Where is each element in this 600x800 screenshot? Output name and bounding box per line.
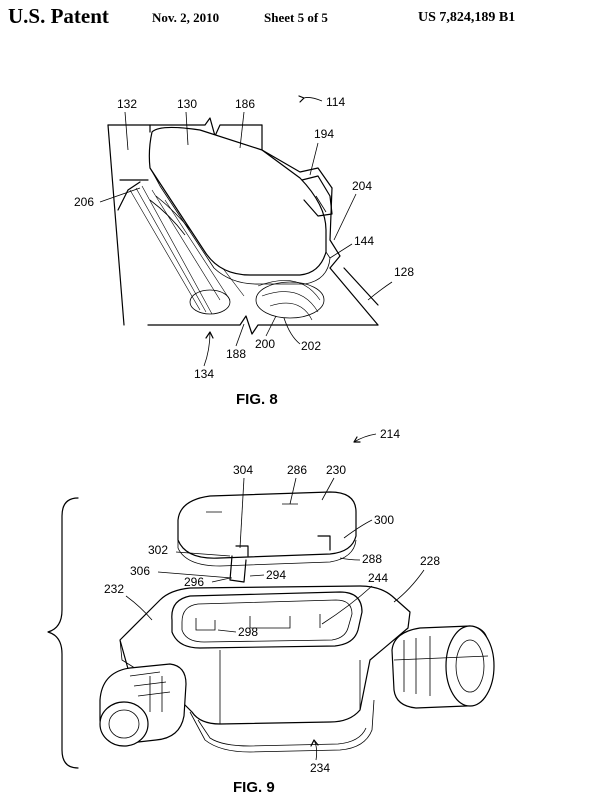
leader-296: [211, 577, 231, 583]
ref-186: 186: [235, 97, 255, 111]
ref-214: 214: [380, 427, 400, 441]
leader-298: [217, 629, 237, 633]
ref-188: 188: [226, 347, 246, 361]
figure-9-drawing: [99, 491, 495, 753]
leader-232: [125, 595, 153, 621]
arrow-114: [298, 95, 305, 103]
ref-298: 298: [238, 625, 258, 639]
leader-302: [175, 551, 231, 557]
ref-204: 204: [352, 179, 372, 193]
ref-288: 288: [362, 552, 382, 566]
patent-applicant: U.S. Patent: [8, 4, 109, 28]
ref-294: 294: [266, 568, 286, 582]
leader-214: [353, 433, 377, 443]
leader-144: [329, 243, 353, 259]
sheet-number: Sheet 5 of 5: [264, 10, 328, 25]
leader-294: [249, 574, 265, 577]
leader-186: [239, 111, 245, 149]
ref-206: 206: [74, 195, 94, 209]
leader-200: [265, 315, 277, 337]
ref-134: 134: [194, 367, 214, 381]
ref-200: 200: [255, 337, 275, 351]
ref-302: 302: [148, 543, 168, 557]
leader-300: [343, 519, 373, 539]
ref-144: 144: [354, 234, 374, 248]
ref-194: 194: [314, 127, 334, 141]
leader-194: [309, 142, 319, 176]
arrow-134: [205, 331, 214, 339]
leader-286: [289, 477, 297, 505]
ref-304: 304: [233, 463, 253, 477]
ref-114: 114: [326, 95, 345, 109]
assembly-brace: [47, 497, 79, 769]
leader-306: [157, 571, 233, 579]
ref-128: 128: [394, 265, 414, 279]
patent-date: Nov. 2, 2010: [152, 10, 220, 25]
ref-130: 130: [177, 97, 197, 111]
leader-128: [367, 281, 393, 301]
ref-286: 286: [287, 463, 307, 477]
leader-202: [283, 317, 301, 345]
leader-134: [203, 331, 211, 367]
leader-304: [239, 477, 245, 549]
arrow-214: [353, 436, 361, 443]
ref-228: 228: [420, 554, 440, 568]
ref-306: 306: [130, 564, 150, 578]
ref-232: 232: [104, 582, 124, 596]
ref-244: 244: [368, 571, 388, 585]
leader-206: [99, 187, 141, 203]
leader-188: [235, 323, 245, 347]
leader-288: [339, 557, 361, 561]
leader-132: [124, 111, 129, 151]
leader-204: [333, 193, 357, 241]
ref-296: 296: [184, 575, 204, 589]
figure-9-caption: FIG. 9: [233, 779, 275, 796]
figure-8-drawing: [107, 117, 379, 335]
leader-228: [393, 569, 425, 603]
leader-130: [185, 111, 189, 146]
arrow-234: [310, 739, 319, 747]
figure-8-caption: FIG. 8: [236, 391, 278, 408]
patent-number: US 7,824,189 B1: [418, 10, 516, 25]
leader-230: [321, 477, 335, 501]
leader-244: [321, 585, 373, 625]
ref-202: 202: [301, 339, 321, 353]
ref-230: 230: [326, 463, 346, 477]
ref-300: 300: [374, 513, 394, 527]
ref-234: 234: [310, 761, 330, 775]
leader-114: [303, 97, 323, 102]
ref-132: 132: [117, 97, 137, 111]
